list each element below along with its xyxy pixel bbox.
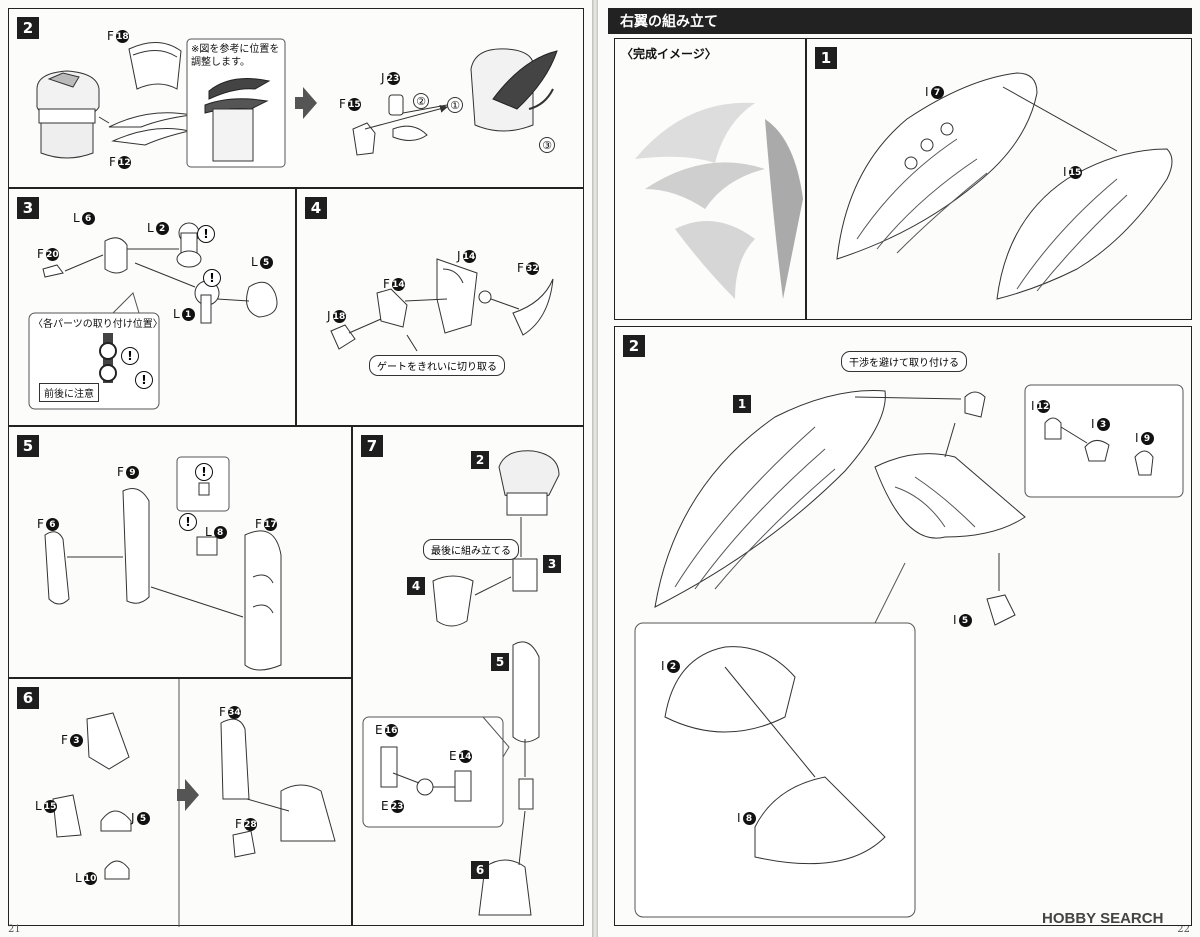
caution-icon: ! [203,269,221,287]
caution-icon: ! [197,225,215,243]
step-1-illustration [836,72,1173,300]
step-number: 2 [623,335,645,357]
watermark: HOBBY SEARCH [1042,910,1164,927]
order-circle-2: ② [413,93,429,109]
step-2-panel: 2 [8,8,584,188]
assemble-last-callout: 最後に組み立てる [423,539,519,560]
completion-label: 〈完成イメージ〉 [621,47,717,61]
step-6-illustration [52,679,336,927]
step-number: 7 [361,435,383,457]
page-number: 22 [1177,924,1190,935]
ref-step-4: 4 [407,577,425,595]
caution-icon: ! [121,347,139,365]
order-circle-1: ① [447,97,463,113]
step-number: 5 [17,435,39,457]
caution-icon: ! [179,513,197,531]
page-number: 21 [8,924,21,935]
order-circle-3: ③ [539,137,555,153]
step-number: 4 [305,197,327,219]
front-back-note: 前後に注意 [39,383,99,402]
ref-step-5: 5 [491,653,509,671]
step-2-illustration [36,38,558,168]
step-7-illustration [362,450,560,916]
gate-cut-callout: ゲートをきれいに切り取る [369,355,505,376]
ref-step-6: 6 [471,861,489,879]
mount-position-title: 〈各パーツの取り付け位置〉 [33,319,163,330]
step-number: 1 [815,47,837,69]
completion-image-panel: 〈完成イメージ〉 [614,38,806,320]
step-5-illustration [44,456,282,671]
step-number: 3 [17,197,39,219]
section-header: 右翼の組み立て [608,8,1192,34]
avoid-interference-callout: 干渉を避けて取り付ける [841,351,967,372]
completion-photo [635,102,803,299]
step-number: 2 [17,17,39,39]
caution-icon: ! [135,371,153,389]
step-2-right-illustration [634,384,1184,918]
ref-step-2: 2 [471,451,489,469]
ref-step-1: 1 [733,395,751,413]
caution-icon: ! [195,463,213,481]
adjust-note: ※図を参考に位置を調整します。 [191,44,280,68]
step-4-illustration [330,258,554,352]
left-page: 2 [0,0,592,937]
book-gutter [592,0,598,937]
step-3-illustration [28,222,278,410]
step-number: 6 [17,687,39,709]
ref-step-3: 3 [543,555,561,573]
